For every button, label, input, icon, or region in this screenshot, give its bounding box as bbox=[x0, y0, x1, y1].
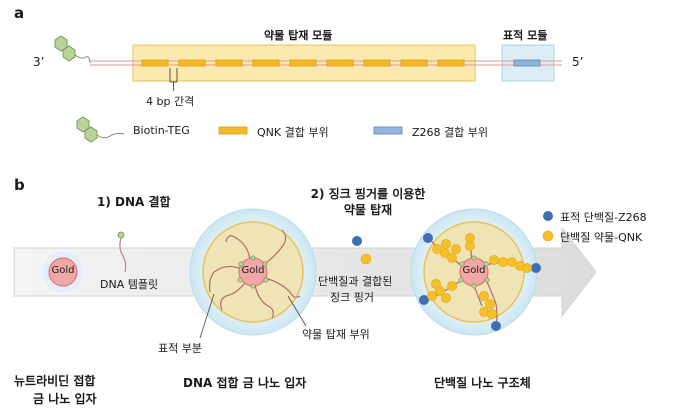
spacer-bracket bbox=[169, 68, 178, 91]
protein-nanostructure bbox=[410, 208, 541, 336]
caption-right: 단백질 나노 구조체 bbox=[434, 376, 531, 390]
legend-drug-protein-dot bbox=[542, 230, 554, 242]
legend-target-protein-dot bbox=[543, 211, 553, 221]
gold-label-1: Gold bbox=[51, 265, 75, 276]
legend-target-protein-label: 표적 단백질-Z268 bbox=[560, 211, 647, 224]
zinc-finger-label-line2: 징크 핑거 bbox=[330, 291, 374, 304]
panel-a-label: a bbox=[14, 4, 25, 22]
step2-title-line2: 약물 탑재 bbox=[343, 203, 393, 217]
drug-module-title: 약물 탑재 모듈 bbox=[264, 29, 333, 42]
z268-binding-site bbox=[513, 59, 541, 67]
dna-template-icon bbox=[117, 231, 127, 273]
legend-biotin-icon bbox=[76, 116, 125, 143]
drug-site-leader bbox=[287, 295, 307, 327]
free-drug-protein bbox=[360, 253, 372, 265]
dna-conjugated-gold-particle bbox=[189, 208, 317, 336]
spacer-label: 4 bp 간격 bbox=[146, 95, 195, 108]
legend-qnk-swatch bbox=[218, 126, 248, 135]
legend-z268-swatch bbox=[373, 126, 403, 135]
legend-z268-label: Z268 결합 부위 bbox=[412, 126, 489, 139]
neutravidin-gold-particle bbox=[43, 252, 83, 292]
legend-drug-protein-label: 단백질 약물-QNK bbox=[560, 231, 643, 244]
legend-qnk-label: QNK 결합 부위 bbox=[257, 126, 329, 139]
strand-end-right: 5’ bbox=[572, 55, 584, 69]
gold-label-3: Gold bbox=[462, 265, 486, 276]
step1-title: 1) DNA 결합 bbox=[97, 195, 171, 209]
biotin-teg-icon bbox=[54, 35, 91, 64]
caption-middle: DNA 접합 금 나노 입자 bbox=[183, 376, 307, 390]
dna-strand bbox=[90, 60, 562, 66]
target-part-label: 표적 부분 bbox=[158, 342, 202, 355]
zinc-finger-label-line1: 단백질과 결합된 bbox=[318, 275, 393, 288]
qnk-binding-sites bbox=[141, 59, 465, 67]
target-part-leader bbox=[199, 293, 215, 339]
free-target-protein bbox=[352, 236, 362, 246]
strand-end-left: 3’ bbox=[33, 55, 45, 69]
panel-b-label: b bbox=[14, 176, 25, 194]
legend-biotin-label: Biotin-TEG bbox=[133, 124, 190, 137]
dna-template-label: DNA 템플릿 bbox=[100, 278, 159, 291]
caption-left-line1: 뉴트라비딘 접합 bbox=[14, 374, 96, 388]
drug-site-label: 약물 탑재 부위 bbox=[302, 328, 370, 341]
caption-left-line2: 금 나노 입자 bbox=[33, 392, 97, 406]
gold-label-2: Gold bbox=[241, 265, 265, 276]
target-module-title: 표적 모듈 bbox=[503, 29, 548, 42]
step2-title-line1: 2) 징크 핑거를 이용한 bbox=[310, 187, 426, 201]
